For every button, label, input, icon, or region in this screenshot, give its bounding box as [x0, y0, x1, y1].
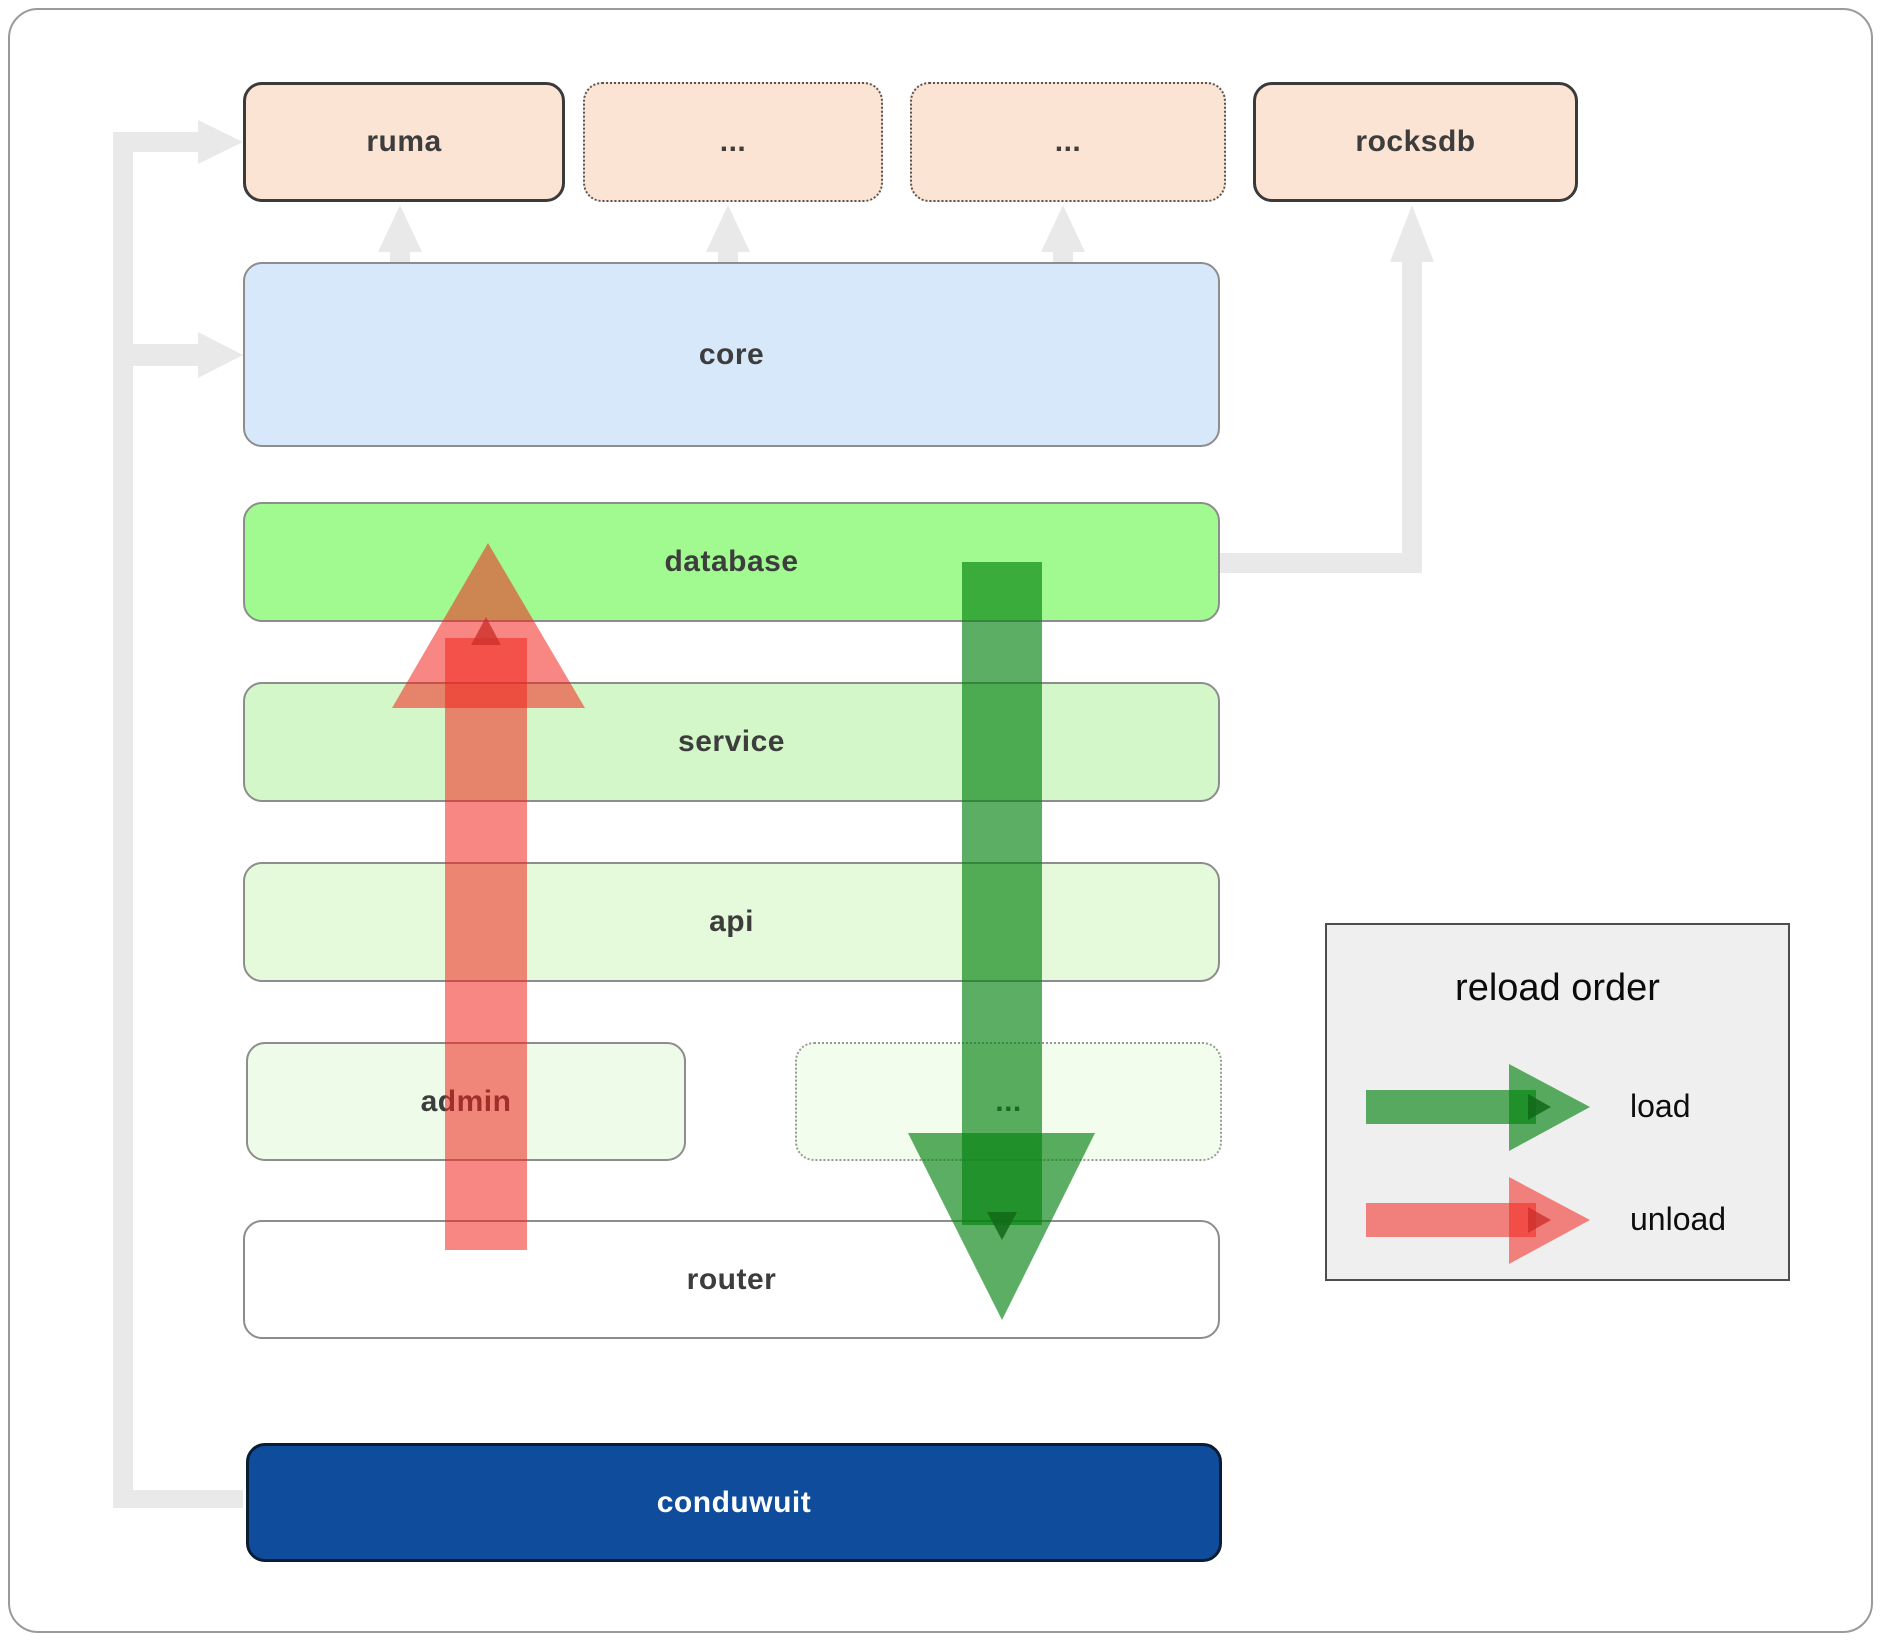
- node-ruma: ruma: [243, 82, 565, 202]
- node-core: core: [243, 262, 1220, 447]
- conduwuit-left-line: [113, 132, 133, 1508]
- arrowhead-core-to-dots2-icon: [1041, 205, 1085, 252]
- load-marker-icon: [987, 1212, 1017, 1240]
- legend-load-label: load: [1630, 1088, 1691, 1124]
- legend-arrows: [1366, 1064, 1590, 1264]
- arrowhead-to-rocksdb-icon: [1390, 205, 1434, 262]
- legend-unload-label: unload: [1630, 1201, 1727, 1237]
- node-dots-top-2-label: ...: [1054, 125, 1082, 158]
- legend-title: reload order: [1455, 967, 1660, 1009]
- node-dots-top-1-label: ...: [719, 125, 747, 158]
- node-rocksdb-label: rocksdb: [1355, 125, 1476, 158]
- to-ruma-segment: [126, 132, 200, 152]
- node-ruma-label: ruma: [366, 125, 442, 158]
- node-dots-top-2: ...: [910, 82, 1226, 202]
- node-dots-top-1: ...: [583, 82, 883, 202]
- legend: reload order load unload: [1325, 923, 1790, 1281]
- arrowhead-core-to-dots1-icon: [706, 205, 750, 252]
- legend-load-marker-icon: [1528, 1094, 1551, 1120]
- node-api: api: [243, 862, 1220, 982]
- node-database-label: database: [664, 545, 799, 578]
- node-rocksdb: rocksdb: [1253, 82, 1578, 202]
- arrowhead-to-ruma-icon: [198, 120, 243, 164]
- rocksdb-vertical-line: [1402, 258, 1422, 573]
- outer-frame: [8, 8, 1873, 1633]
- load-arrow-bar: [962, 562, 1042, 1225]
- arrowhead-to-core-icon: [198, 332, 243, 378]
- conduwuit-bottom-segment: [113, 1490, 243, 1508]
- node-service-label: service: [678, 725, 785, 758]
- node-api-label: api: [709, 905, 754, 938]
- node-router-label: router: [686, 1262, 777, 1296]
- legend-unload-bar: [1366, 1203, 1536, 1237]
- arrowhead-core-to-ruma-icon: [378, 205, 422, 252]
- legend-unload-marker-icon: [1528, 1207, 1551, 1233]
- node-database: database: [243, 502, 1220, 622]
- node-router: router: [243, 1220, 1220, 1339]
- node-conduwuit-label: conduwuit: [656, 1485, 812, 1519]
- unload-marker-icon: [471, 617, 501, 645]
- to-core-segment: [126, 344, 200, 366]
- node-core-label: core: [698, 337, 765, 371]
- unload-arrow-bar: [445, 638, 527, 1250]
- legend-load-bar: [1366, 1090, 1536, 1124]
- node-conduwuit: conduwuit: [246, 1443, 1222, 1562]
- database-right-segment: [1218, 553, 1414, 573]
